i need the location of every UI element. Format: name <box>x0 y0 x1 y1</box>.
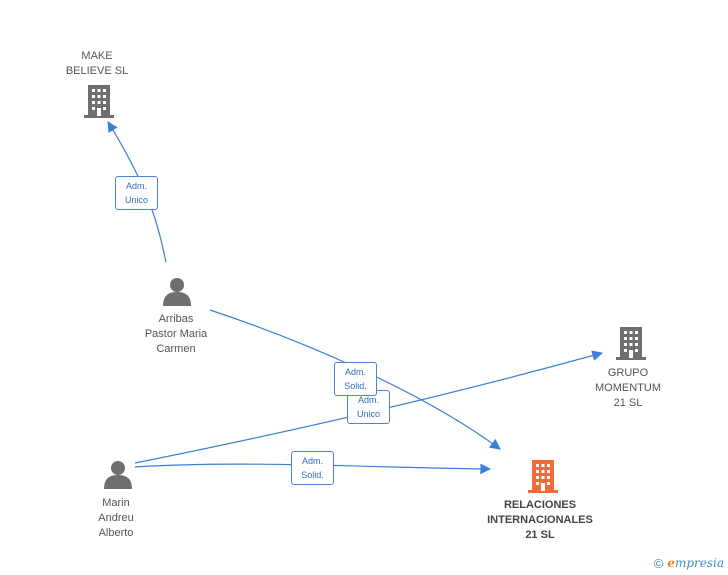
copyright-symbol: © <box>653 555 664 571</box>
person-icon <box>163 278 191 306</box>
node-grupo-momentum[interactable]: GRUPO MOMENTUM 21 SL <box>595 367 661 409</box>
edge-label-arribas-relaciones: Adm. Solid. <box>334 362 377 396</box>
node-make-believe[interactable]: MAKE BELIEVE SL <box>65 50 129 77</box>
edge-label-arribas-make-believe: Adm. Unico <box>115 176 158 210</box>
building-icon-highlight <box>528 460 558 493</box>
brand-wordmark: empresia <box>667 556 724 570</box>
brand-logo: © empresia <box>654 554 724 572</box>
building-icon <box>616 327 646 360</box>
node-marin[interactable]: Marin Andreu Alberto <box>98 497 134 539</box>
node-arribas[interactable]: Arribas Pastor Maria Carmen <box>144 313 208 355</box>
building-icon <box>84 85 114 118</box>
edge-label-marin-relaciones: Adm. Solid. <box>291 451 334 485</box>
node-relaciones[interactable]: RELACIONES INTERNACIONALES 21 SL <box>487 499 593 541</box>
person-icon <box>104 461 132 489</box>
